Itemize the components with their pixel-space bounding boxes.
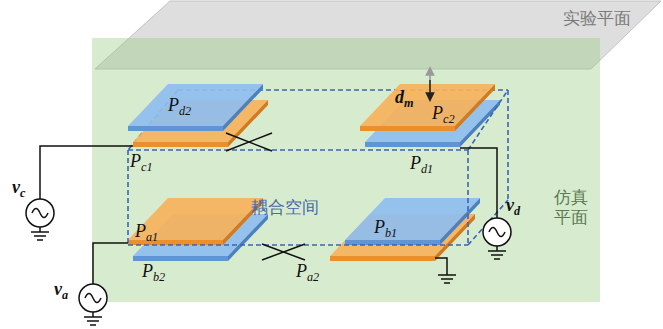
plate-label: Pa1 [135,222,158,243]
ac-source-symbol [79,284,107,312]
plate-label: Pc2 [432,104,455,125]
simulation-plane: 仿真 平面 耦合空间 [92,38,600,302]
electrode-plate [360,84,495,131]
plate-side [223,84,263,131]
plate-label: Pa2 [296,262,319,283]
ac-source-symbol [483,218,511,246]
ac-source-symbol [26,199,54,227]
coupling-box-edge [468,90,508,150]
dimension-label: dm [395,88,414,109]
plate-top [128,84,263,126]
plate-front [133,142,228,147]
distance-arrow [429,68,431,80]
ground-symbol [84,312,102,325]
wire [460,148,497,218]
plate-top [360,84,495,126]
wire [40,146,133,199]
source-label: vc [12,178,25,199]
distance-arrow [429,80,431,100]
plate-label: Pd2 [168,96,191,117]
wire [226,133,272,151]
wire [435,258,447,270]
plate-label: Pd1 [410,154,433,175]
node-label: 实验平面 [563,9,631,29]
coupling-box-edge [507,90,509,200]
coupling-box-edge [467,150,469,245]
wire [93,243,128,284]
plate-side [455,84,495,131]
wire [262,244,305,260]
node-label: 仿真 平面 [554,188,591,229]
coupling-box-edge [127,150,129,245]
electrode-plate [128,198,263,245]
wire [262,244,305,260]
ground-symbol [438,270,456,283]
plate-front [128,126,223,131]
plate-front [365,142,460,147]
electrode-plate [345,198,480,245]
coupling-box-edge [128,244,468,246]
plate-front [330,256,435,261]
wire [226,133,272,151]
plate-label: Pc1 [130,152,153,173]
plate-top [345,198,480,240]
ground-symbol [488,246,506,259]
coupling-box-edge [128,149,468,151]
ground-symbol [31,227,49,240]
source-label: vd [506,196,520,217]
source-label: va [54,280,68,301]
plate-front [133,256,228,261]
plate-label: Pb2 [142,262,165,283]
plate-label: Pb1 [374,218,397,239]
electrode-plate [128,84,263,131]
plate-side [223,198,263,245]
plate-front [360,126,455,131]
node-label: 耦合空间 [251,198,319,218]
